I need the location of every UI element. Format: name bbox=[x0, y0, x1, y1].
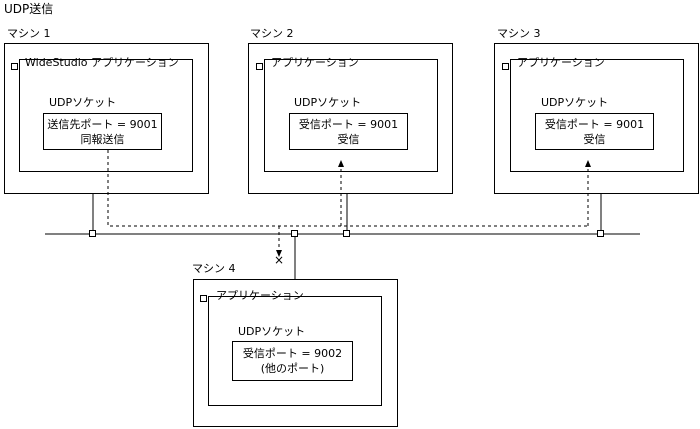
machine3-mode: 受信 bbox=[583, 133, 606, 146]
machine3-port: 受信ポート = 9001 bbox=[544, 118, 645, 131]
machine4-port: 受信ポート = 9002 bbox=[242, 347, 343, 360]
machine3-socket-label: UDPソケット bbox=[541, 96, 609, 109]
arrowhead-machine3 bbox=[585, 160, 591, 167]
machine3-app-window bbox=[510, 59, 684, 172]
machine1-frame bbox=[4, 43, 209, 194]
machine4-window-icon bbox=[200, 295, 207, 302]
diagram-title: UDP送信 bbox=[4, 2, 54, 16]
machine3-label: マシン 3 bbox=[497, 27, 541, 40]
machine2-port: 受信ポート = 9001 bbox=[298, 118, 399, 131]
machine3-window-icon bbox=[502, 63, 509, 70]
machine1-mode: 同報送信 bbox=[80, 133, 125, 146]
machine4-label: マシン 4 bbox=[192, 262, 236, 275]
bus-connector-machine1 bbox=[89, 230, 96, 237]
machine2-mode: 受信 bbox=[337, 133, 360, 146]
machine1-label: マシン 1 bbox=[7, 27, 51, 40]
machine1-window-icon bbox=[11, 63, 18, 70]
machine3-app-title: アプリケーション bbox=[517, 56, 605, 69]
machine1-app-title: WideStudio アプリケーション bbox=[25, 56, 179, 69]
machine2-socket-box bbox=[289, 113, 408, 150]
machine4-socket-label: UDPソケット bbox=[238, 325, 306, 338]
machine2-app-title: アプリケーション bbox=[271, 56, 359, 69]
arrowhead-machine4 bbox=[276, 250, 282, 257]
machine4-mode: (他のポート) bbox=[260, 362, 325, 375]
machine2-window-icon bbox=[256, 63, 263, 70]
broadcast-path bbox=[107, 150, 588, 227]
blocked-marker: × bbox=[274, 253, 285, 267]
machine1-port: 送信先ポート = 9001 bbox=[47, 118, 158, 131]
bus-connector-machine2 bbox=[343, 230, 350, 237]
machine2-socket-label: UDPソケット bbox=[294, 96, 362, 109]
machine3-frame bbox=[494, 43, 699, 194]
machine2-frame bbox=[248, 43, 453, 194]
arrowhead-machine2 bbox=[338, 160, 344, 167]
machine4-socket-box bbox=[232, 341, 353, 381]
machine4-frame bbox=[193, 279, 398, 427]
machine1-socket-label: UDPソケット bbox=[49, 96, 117, 109]
machine2-app-window bbox=[264, 59, 438, 172]
machine4-app-title: アプリケーション bbox=[216, 289, 304, 302]
machine1-socket-box bbox=[43, 113, 162, 150]
machine4-app-window bbox=[208, 296, 382, 406]
machine1-app-window bbox=[19, 59, 193, 172]
machine3-socket-box bbox=[535, 113, 654, 150]
bus-connector-machine4 bbox=[291, 230, 298, 237]
bus-connector-machine3 bbox=[597, 230, 604, 237]
machine2-label: マシン 2 bbox=[250, 27, 294, 40]
